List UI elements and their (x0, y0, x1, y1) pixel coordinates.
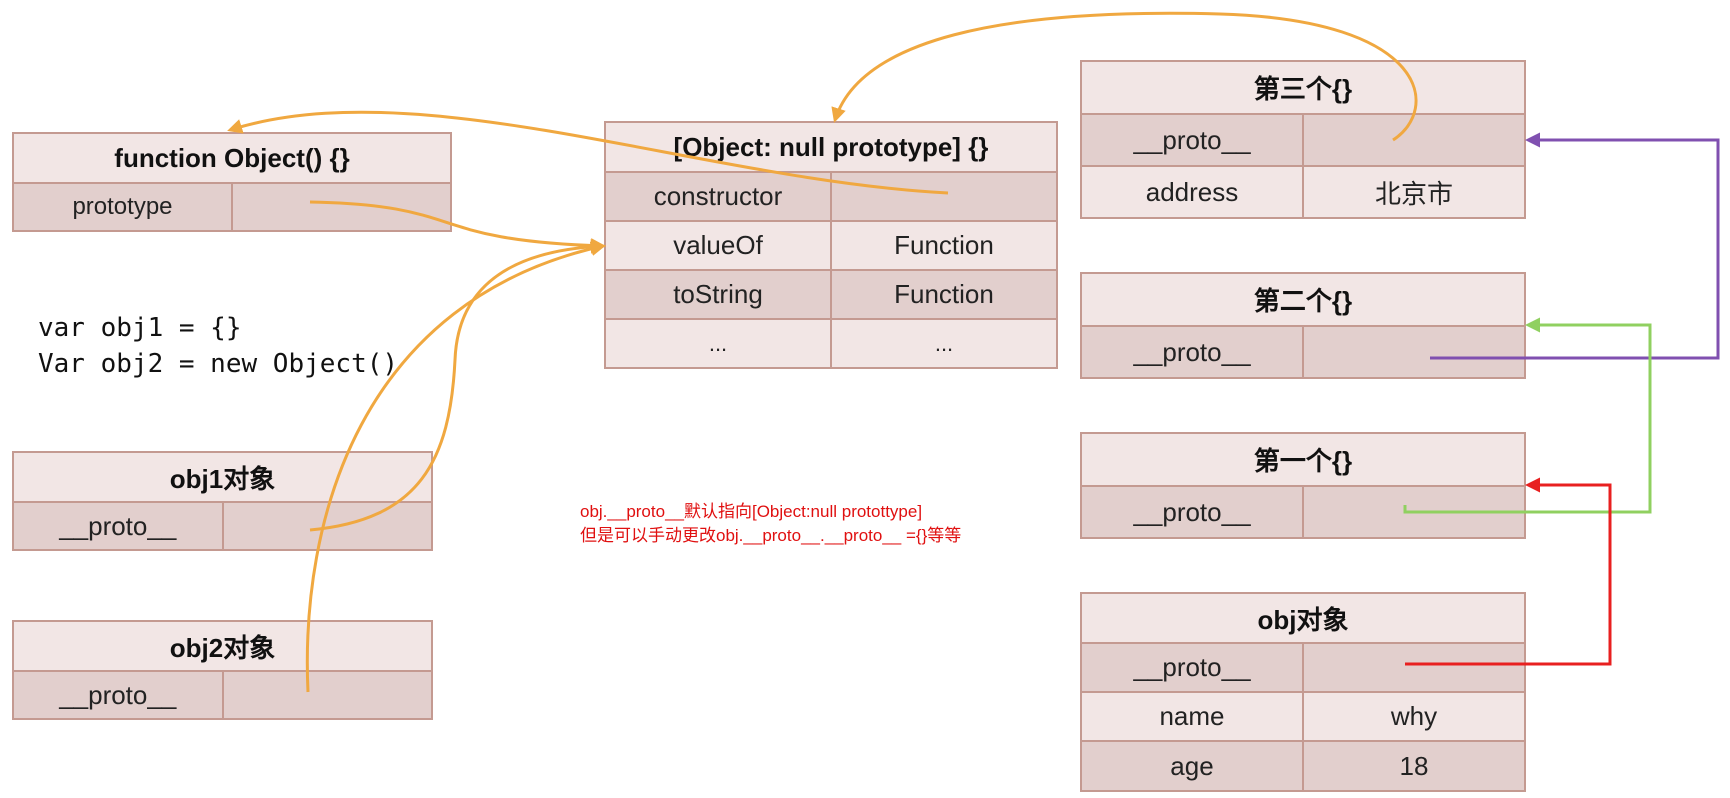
tostring-value: Function (894, 279, 994, 309)
valueof-value: Function (894, 230, 994, 260)
second-proto-value (1304, 327, 1524, 377)
name-value: why (1390, 701, 1438, 731)
second-row-proto: __proto__ (1082, 327, 1524, 377)
prototype-key: prototype (14, 184, 233, 230)
obj1-proto-key: __proto__ (14, 503, 224, 549)
third-object-box: 第三个{} __proto__ address 北京市 (1080, 60, 1526, 219)
prototype-value (233, 184, 450, 230)
null-prototype-row-tostring: toString Function (606, 271, 1056, 320)
note-line-1: obj.__proto__默认指向[Object:null protottype… (580, 502, 923, 521)
function-object-row-prototype: prototype (14, 184, 450, 230)
obj2-title: obj2对象 (14, 622, 431, 672)
ellipsis-value: ... (934, 330, 954, 356)
note-line-2: 但是可以手动更改obj.__proto__.__proto__ ={}等等 (580, 526, 962, 545)
first-proto-value (1304, 487, 1524, 537)
first-proto-key: __proto__ (1082, 487, 1304, 537)
constructor-value (832, 173, 1056, 220)
obj-box: obj对象 __proto__ name why age 18 (1080, 592, 1526, 792)
obj-proto-value (1304, 644, 1524, 691)
obj-row-age: age 18 (1082, 742, 1524, 790)
ellipsis-key: ... (606, 320, 832, 367)
first-object-title: 第一个{} (1082, 434, 1524, 487)
name-key: name (1082, 693, 1304, 740)
age-key: age (1082, 742, 1304, 790)
third-proto-key: __proto__ (1082, 115, 1304, 165)
third-row-proto: __proto__ (1082, 115, 1524, 167)
null-prototype-row-ellipsis: ... ... (606, 320, 1056, 367)
obj-row-proto: __proto__ (1082, 644, 1524, 693)
second-object-title: 第二个{} (1082, 274, 1524, 327)
annotation-note: obj.__proto__默认指向[Object:null protottype… (580, 500, 961, 548)
obj1-proto-value (224, 503, 432, 549)
code-line-1: var obj1 = {} (38, 313, 242, 343)
second-object-box: 第二个{} __proto__ (1080, 272, 1526, 379)
third-proto-value (1304, 115, 1524, 165)
obj2-box: obj2对象 __proto__ (12, 620, 433, 720)
second-proto-key: __proto__ (1082, 327, 1304, 377)
code-snippet: var obj1 = {} Var obj2 = new Object() (38, 310, 398, 382)
obj2-row-proto: __proto__ (14, 672, 431, 718)
first-row-proto: __proto__ (1082, 487, 1524, 537)
obj1-row-proto: __proto__ (14, 503, 431, 549)
function-object-title: function Object() {} (14, 134, 450, 184)
obj2-proto-key: __proto__ (14, 672, 224, 718)
null-prototype-box: [Object: null prototype] {} constructor … (604, 121, 1058, 369)
address-key: address (1082, 167, 1304, 217)
null-prototype-row-valueof: valueOf Function (606, 222, 1056, 271)
third-row-address: address 北京市 (1082, 167, 1524, 217)
obj1-title: obj1对象 (14, 453, 431, 503)
obj-title: obj对象 (1082, 594, 1524, 644)
obj2-proto-value (224, 672, 432, 718)
function-object-box: function Object() {} prototype (12, 132, 452, 232)
tostring-key: toString (606, 271, 832, 318)
null-prototype-row-constructor: constructor (606, 173, 1056, 222)
obj-row-name: name why (1082, 693, 1524, 742)
code-line-2: Var obj2 = new Object() (38, 349, 399, 379)
third-object-title: 第三个{} (1082, 62, 1524, 115)
address-value: 北京市 (1374, 178, 1453, 209)
obj-proto-key: __proto__ (1082, 644, 1304, 691)
age-value: 18 (1399, 750, 1429, 781)
first-object-box: 第一个{} __proto__ (1080, 432, 1526, 539)
null-prototype-title: [Object: null prototype] {} (606, 123, 1056, 173)
constructor-key: constructor (606, 173, 832, 220)
valueof-key: valueOf (606, 222, 832, 269)
obj1-box: obj1对象 __proto__ (12, 451, 433, 551)
